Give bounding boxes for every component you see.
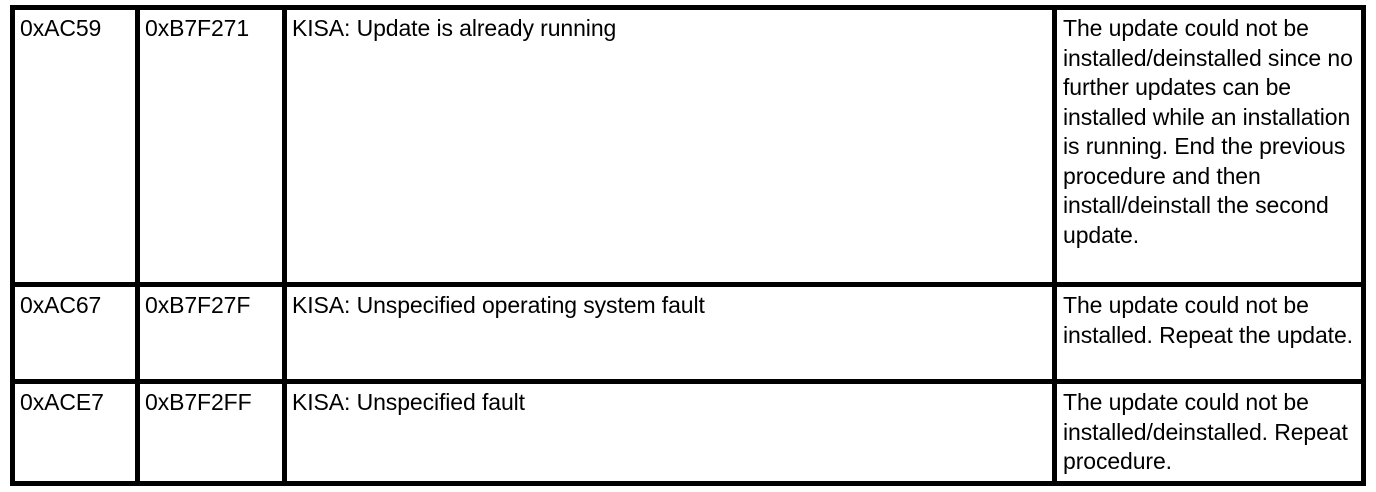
code-hex-1-value: 0xAC59: [20, 15, 102, 41]
table-cell-code-hex-2: 0xB7F2FF: [135, 379, 287, 486]
message-text: KISA: Unspecified operating system fault: [292, 292, 705, 318]
table-body: 0xAC59 0xB7F271 KISA: Update is already …: [10, 5, 1366, 486]
code-hex-1-value: 0xACE7: [20, 389, 104, 415]
table-cell-description: The update could not be installed/deinst…: [1052, 379, 1366, 486]
table-cell-message: KISA: Unspecified operating system fault: [282, 282, 1057, 384]
message-text: KISA: Update is already running: [292, 15, 617, 41]
code-hex-2-value: 0xB7F271: [145, 15, 250, 41]
code-hex-1-value: 0xAC67: [20, 292, 102, 318]
table-row: 0xACE7 0xB7F2FF KISA: Unspecified fault …: [10, 379, 1366, 486]
table-cell-message: KISA: Update is already running: [282, 5, 1057, 287]
description-text: The update could not be installed/deinst…: [1063, 15, 1353, 248]
table-cell-code-hex-2: 0xB7F27F: [135, 282, 287, 384]
table-cell-code-hex-1: 0xACE7: [10, 379, 140, 486]
message-text: KISA: Unspecified fault: [292, 389, 525, 415]
code-hex-2-value: 0xB7F27F: [145, 292, 251, 318]
table-cell-message: KISA: Unspecified fault: [282, 379, 1057, 486]
table-cell-description: The update could not be installed/deinst…: [1052, 5, 1366, 287]
table-row: 0xAC67 0xB7F27F KISA: Unspecified operat…: [10, 282, 1366, 384]
description-text: The update could not be installed. Repea…: [1063, 292, 1353, 348]
table-row: 0xAC59 0xB7F271 KISA: Update is already …: [10, 5, 1366, 287]
table-cell-code-hex-1: 0xAC59: [10, 5, 140, 287]
description-text: The update could not be installed/deinst…: [1063, 389, 1348, 474]
table-cell-code-hex-1: 0xAC67: [10, 282, 140, 384]
table-cell-code-hex-2: 0xB7F271: [135, 5, 287, 287]
table-cell-description: The update could not be installed. Repea…: [1052, 282, 1366, 384]
error-code-table: 0xAC59 0xB7F271 KISA: Update is already …: [10, 5, 1366, 486]
code-hex-2-value: 0xB7F2FF: [145, 389, 252, 415]
